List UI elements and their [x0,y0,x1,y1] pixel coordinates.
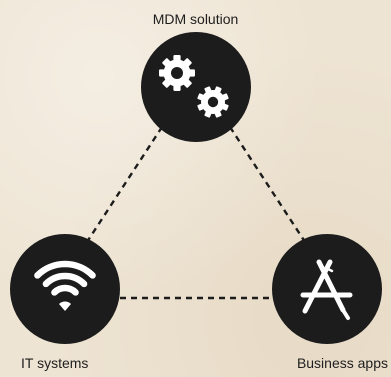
node-it-label: IT systems [21,355,89,371]
node-business-label: Business apps [296,355,388,371]
wifi-icon [34,260,96,311]
node-mdm-label: MDM solution [152,11,239,27]
connector-mdm-it [83,126,164,246]
connector-mdm-business [228,126,309,246]
node-business [272,234,382,344]
node-mdm-circle [141,32,251,142]
node-it [10,234,120,344]
node-business-circle [272,234,382,344]
node-mdm [141,32,251,142]
gears-icon [159,55,229,118]
connectors [83,126,309,300]
app-store-icon [300,259,353,320]
